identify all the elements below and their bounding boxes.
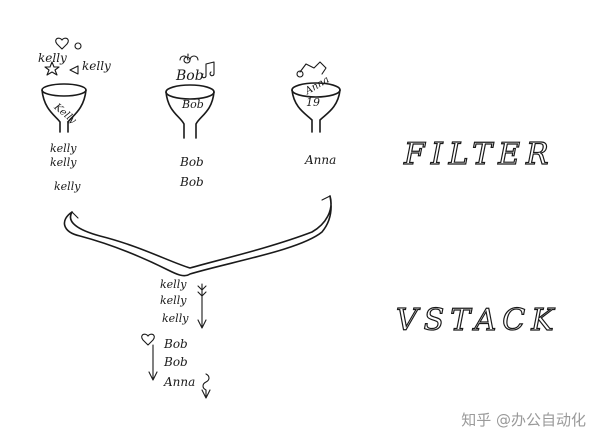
heart-icon (55, 37, 69, 50)
arrow-down-icon (148, 344, 158, 381)
triangle-doodle-icon (69, 65, 79, 75)
vstack-ribbon (63, 195, 332, 277)
funnel-body (291, 89, 341, 133)
funnel-anna: Anna 19 Anna (291, 61, 341, 167)
funnel-bob: Bob Bob Bob Bob (165, 53, 215, 189)
circle-doodle-icon (296, 70, 304, 78)
heart-icon (141, 333, 155, 346)
stacked-item: Anna (163, 375, 195, 389)
filter-output-item: Anna (304, 153, 336, 167)
vstack-result: kelly kelly kelly Bob Bob Anna (141, 278, 211, 399)
circle-doodle-icon (74, 42, 82, 50)
squiggle-arrow-icon (201, 373, 211, 399)
arrow-down-icon (197, 283, 207, 329)
funnel-top-label: kelly (38, 51, 67, 65)
funnel-body (41, 89, 87, 133)
funnel-inside-label: Anna (302, 74, 331, 97)
stacked-item: Bob (163, 355, 188, 369)
music-note-icon (201, 61, 215, 79)
funnel-rim (41, 83, 87, 97)
funnel-top-label: kelly (82, 59, 111, 73)
star-icon (44, 61, 60, 76)
stacked-item: Bob (163, 337, 188, 351)
filter-output-item: kelly (50, 142, 77, 155)
filter-output-item: kelly (54, 180, 81, 193)
funnel-top-label: Bob (175, 68, 204, 84)
filter-output-item: kelly (50, 156, 77, 169)
funnel-rim (165, 84, 215, 100)
funnel-body (165, 91, 215, 139)
funnel-inside-number: 19 (306, 96, 320, 109)
stacked-item: kelly (160, 278, 187, 291)
funnel-inside-label: Bob (181, 98, 204, 111)
funnel-kelly: kelly kelly Kelly kelly kelly kelly (38, 37, 111, 193)
vstack-title: VSTACK (396, 303, 560, 338)
flower-icon (179, 53, 199, 64)
filter-title: FILTER (403, 137, 555, 172)
stacked-item: kelly (162, 312, 189, 325)
ribbon-fold (71, 195, 331, 219)
stacked-item: kelly (160, 294, 187, 307)
watermark: 知乎 @办公自动化 (461, 411, 586, 429)
filter-output-item: Bob (179, 155, 204, 169)
crown-doodle-icon (299, 61, 327, 75)
filter-output-item: Bob (179, 175, 204, 189)
funnel-inside-label: Kelly (51, 101, 78, 126)
